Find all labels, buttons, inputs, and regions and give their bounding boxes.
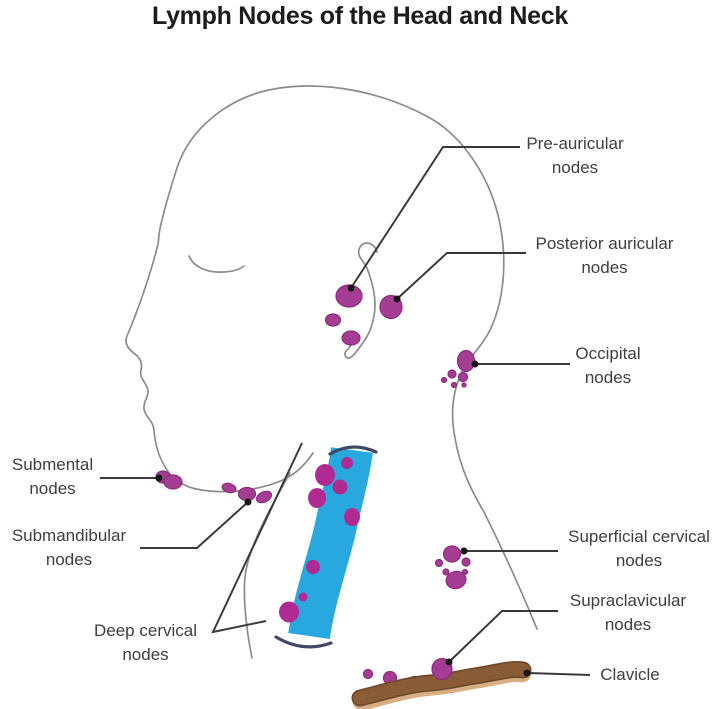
deep-cervical-leader [211, 442, 303, 634]
submental-leader [100, 474, 163, 482]
supraclavicular-leader [445, 610, 558, 666]
occipital-nodes [440, 349, 476, 389]
submandibular-nodes [221, 482, 273, 504]
label-supraclavicular: Supraclavicular nodes [569, 591, 687, 634]
label-posterior-auricular: Posterior auricular nodes [535, 234, 674, 277]
ear-outline [344, 242, 378, 359]
label-superficial-cervical: Superficial cervical nodes [568, 527, 710, 570]
pre-auricular-nodes [324, 284, 363, 346]
superficial-cervical-nodes [434, 545, 471, 590]
jugular-vessel [288, 447, 373, 640]
label-pre-auricular: Pre-auricular nodes [526, 134, 624, 177]
label-occipital: Occipital nodes [575, 344, 641, 387]
label-clavicle: Clavicle [600, 665, 660, 684]
eye-line [188, 255, 245, 273]
vessel-bottom-cap [274, 635, 333, 649]
supraclavicular-nodes-front [362, 657, 453, 681]
deep-cervical-nodes [279, 457, 360, 623]
superficial-cervical-leader [460, 547, 558, 555]
vessel-top-cap [328, 445, 378, 456]
label-deep-cervical: Deep cervical nodes [94, 621, 197, 664]
clavicle-bone [351, 661, 532, 709]
page-title: Lymph Nodes of the Head and Neck [152, 2, 568, 30]
clavicle-leader [523, 669, 591, 677]
leader-lines [100, 146, 591, 677]
label-submandibular: Submandibular nodes [11, 526, 127, 569]
occipital-leader [471, 360, 570, 368]
pre-auricular-leader [347, 146, 520, 292]
jugular-vessel-group [274, 445, 378, 649]
posterior-auricular-leader [393, 252, 526, 303]
label-submental: Submental nodes [11, 455, 94, 498]
submandibular-leader [140, 498, 252, 549]
